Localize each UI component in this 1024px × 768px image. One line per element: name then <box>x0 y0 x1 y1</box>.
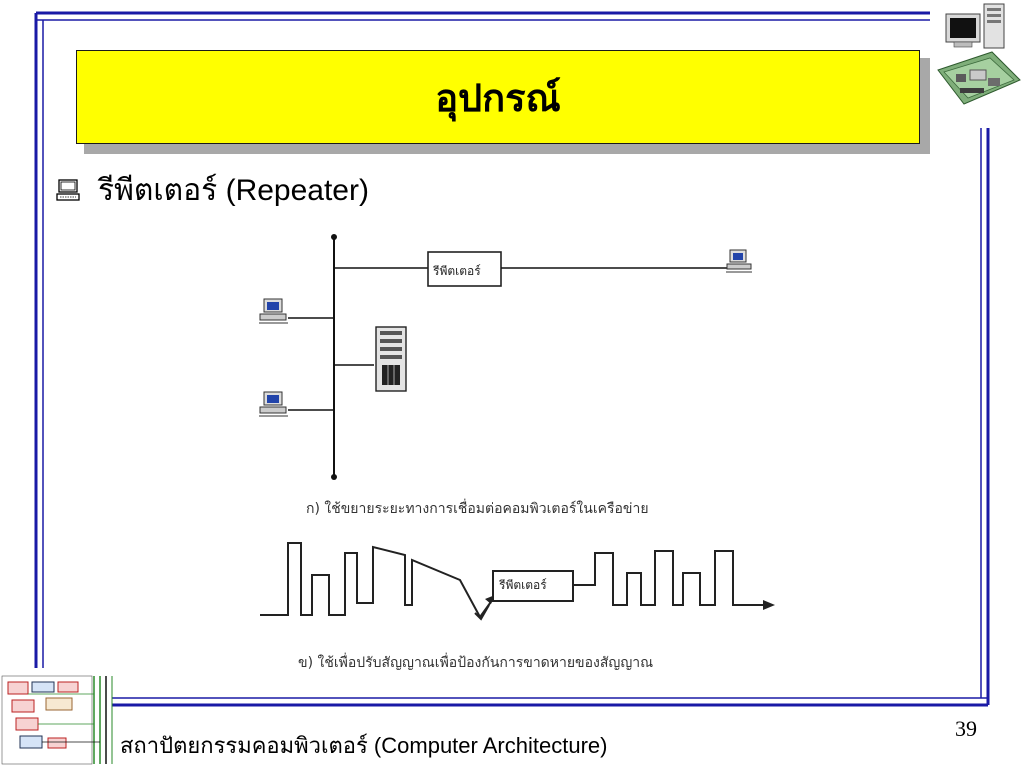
page-number: 39 <box>955 716 977 741</box>
signal-diagram <box>260 542 775 621</box>
server-icon <box>375 326 407 392</box>
caption-b: ข) ใช้เพื่อปรับสัญญาณเพื่อป้องกันการขาดห… <box>298 655 654 671</box>
computer-clipart-icon <box>937 3 1021 105</box>
workstation-icon <box>259 391 288 417</box>
slide-title: อุปกรณ์ <box>435 75 561 120</box>
network-diagram <box>259 234 752 480</box>
workstation-icon <box>726 249 752 273</box>
bullet-text: รีพีตเตอร์ (Repeater) <box>98 173 369 207</box>
title-box: อุปกรณ์ <box>76 50 920 144</box>
caption-a: ก) ใช้ขยายระยะทางการเชื่อมต่อคอมพิวเตอร์… <box>306 501 649 517</box>
footer-text: สถาปัตยกรรมคอมพิวเตอร์ (Computer Archite… <box>120 733 608 758</box>
system-diagram-icon <box>1 675 113 765</box>
computer-icon <box>56 179 80 201</box>
workstation-icon <box>259 298 288 324</box>
bullet-item: รีพีตเตอร์ (Repeater) <box>56 168 369 212</box>
repeater-label: รีพีตเตอร์ <box>499 578 547 592</box>
repeater-label: รีพีตเตอร์ <box>433 264 481 278</box>
